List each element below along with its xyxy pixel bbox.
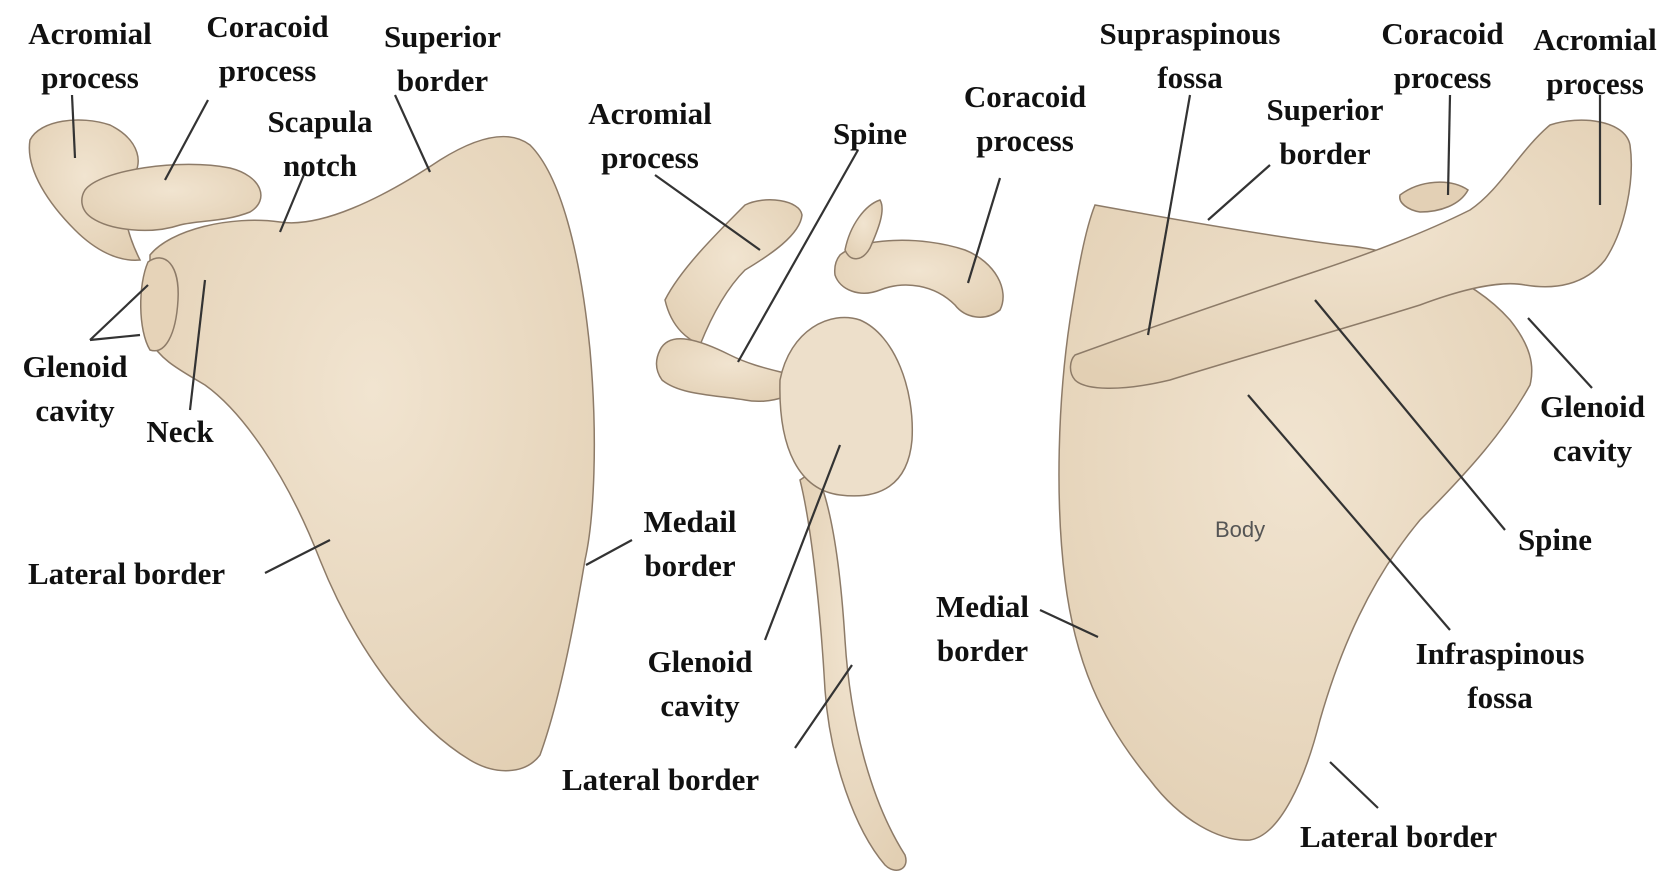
leader-ant-glenoid-1 <box>90 285 148 340</box>
leader-post-coracoid <box>1448 95 1450 195</box>
label-ant-lateral-border: Lateral border <box>28 552 273 596</box>
leader-post-glenoid <box>1528 318 1592 388</box>
posterior-coracoid-hint <box>1400 182 1468 212</box>
posterior-scapula <box>1059 120 1631 840</box>
label-post-medial-border: Medial border <box>920 585 1045 673</box>
label-post-glenoid-cavity: Glenoid cavity <box>1525 385 1660 473</box>
label-lat-acromial-process: Acromial process <box>565 92 735 180</box>
label-ant-acromial-process: Acromial process <box>15 12 165 100</box>
label-post-coracoid-process: Coracoid process <box>1365 12 1520 100</box>
lateral-body-shaft <box>800 470 906 870</box>
label-ant-medail-border: Medail border <box>630 500 750 588</box>
label-lat-spine: Spine <box>820 112 920 156</box>
label-post-spine: Spine <box>1505 518 1605 562</box>
lateral-acromion <box>665 200 802 345</box>
leader-ant-glenoid-2 <box>90 335 140 340</box>
label-ant-scapula-notch: Scapula notch <box>250 100 390 188</box>
label-lat-lateral-border: Lateral border <box>562 758 807 802</box>
label-ant-glenoid-cavity: Glenoid cavity <box>10 345 140 433</box>
label-ant-superior-border: Superior border <box>370 15 515 103</box>
label-post-body: Body <box>1215 517 1265 543</box>
leader-ant-superior <box>395 95 430 172</box>
lateral-glenoid-face <box>780 318 912 496</box>
leader-ant-medial <box>586 540 632 565</box>
label-post-infraspinous-fossa: Infraspinous fossa <box>1390 632 1610 720</box>
label-post-acromial-process: Acromial process <box>1520 18 1670 106</box>
label-ant-coracoid-process: Coracoid process <box>190 5 345 93</box>
label-lat-glenoid-cavity: Glenoid cavity <box>635 640 765 728</box>
label-post-supraspinous-fossa: Supraspinous fossa <box>1075 12 1305 100</box>
label-post-lateral-border: Lateral border <box>1300 815 1545 859</box>
anterior-scapula <box>29 120 594 771</box>
label-ant-neck: Neck <box>135 410 225 454</box>
leader-post-lateral <box>1330 762 1378 808</box>
label-post-superior-border: Superior border <box>1250 88 1400 176</box>
